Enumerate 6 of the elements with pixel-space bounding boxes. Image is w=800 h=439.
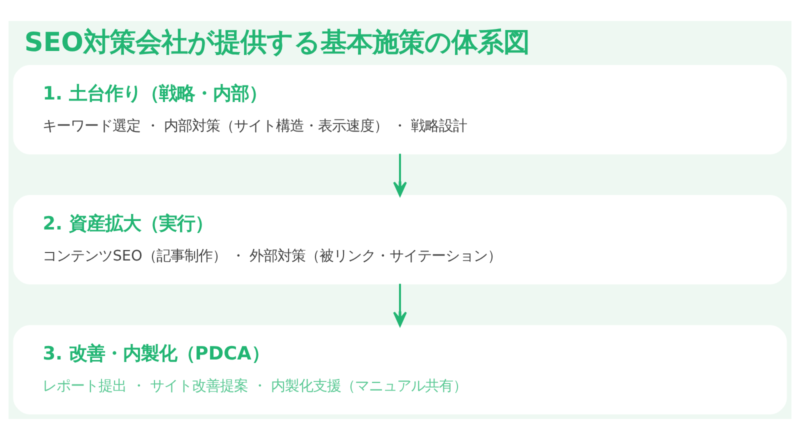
- diagram-title: SEO対策会社が提供する基本施策の体系図: [24, 28, 530, 58]
- node-box: 1. 土台作り（戦略・内部） キーワード選定 ・ 内部対策（サイト構造・表示速度） ・ 戦略設計: [13, 64, 787, 154]
- node-box: 2. 資産拡大（実行） コンテンツSEO（記事制作） ・ 外部対策（被リンク・サイテーション）: [13, 194, 787, 284]
- arrow: [393, 153, 407, 196]
- arrow: [393, 283, 407, 326]
- node-box: 3. 改善・内製化（PDCA） レポート提出 ・ サイト改善提案 ・ 内製化支援（マニュアル共有）: [13, 324, 787, 414]
